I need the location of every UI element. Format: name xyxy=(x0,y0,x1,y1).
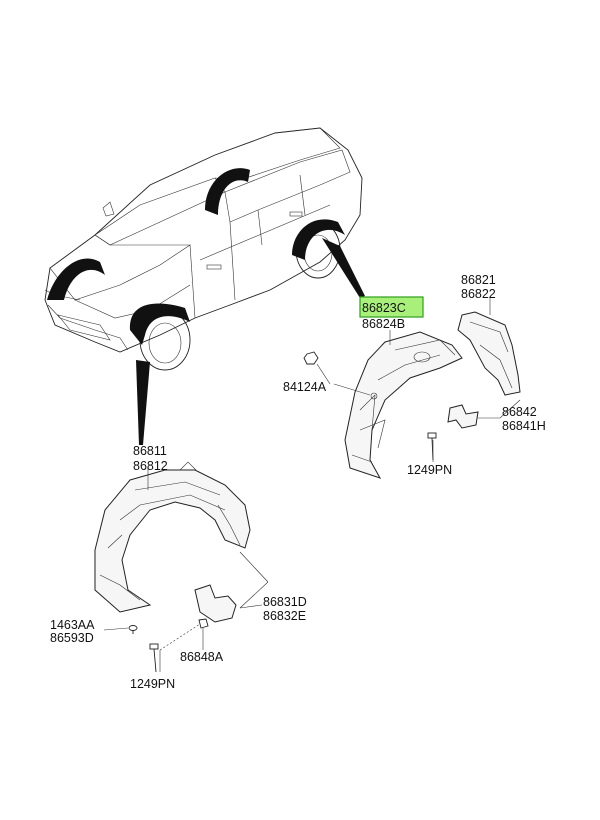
label-86821: 86821 xyxy=(461,273,496,287)
label-1249PN-rear: 1249PN xyxy=(407,463,452,477)
front-washer-icon xyxy=(198,618,209,629)
front-screw-icon xyxy=(149,643,159,673)
nut-84124A-icon xyxy=(303,351,319,365)
label-1249PN-front: 1249PN xyxy=(130,677,175,691)
rear-wheel-liner xyxy=(344,331,463,479)
label-86811: 86811 xyxy=(133,444,167,458)
clip-icon xyxy=(128,625,138,634)
label-86823C[interactable]: 86823C xyxy=(362,301,406,315)
rear-bracket xyxy=(447,404,479,429)
highlight-box xyxy=(359,296,424,318)
label-86841H: 86841H xyxy=(502,419,546,433)
label-84124A: 84124A xyxy=(283,380,327,394)
label-86593D: 86593D xyxy=(50,631,94,645)
car-illustration xyxy=(44,127,363,371)
label-86812: 86812 xyxy=(133,459,168,473)
label-86842: 86842 xyxy=(502,405,537,419)
front-leader-arrow xyxy=(136,360,150,445)
label-86832E: 86832E xyxy=(263,609,306,623)
rear-screw-icon xyxy=(427,432,437,461)
label-1463AA: 1463AA xyxy=(50,618,95,632)
label-86848A: 86848A xyxy=(180,650,224,664)
front-bracket xyxy=(194,584,237,623)
rear-side-liner xyxy=(457,311,521,396)
label-86831D: 86831D xyxy=(263,595,307,609)
leader-lines xyxy=(103,298,521,672)
rear-leader-arrow xyxy=(322,238,365,298)
front-wheel-liner xyxy=(94,461,251,613)
label-86822: 86822 xyxy=(461,287,496,301)
label-86824B: 86824B xyxy=(362,317,405,331)
